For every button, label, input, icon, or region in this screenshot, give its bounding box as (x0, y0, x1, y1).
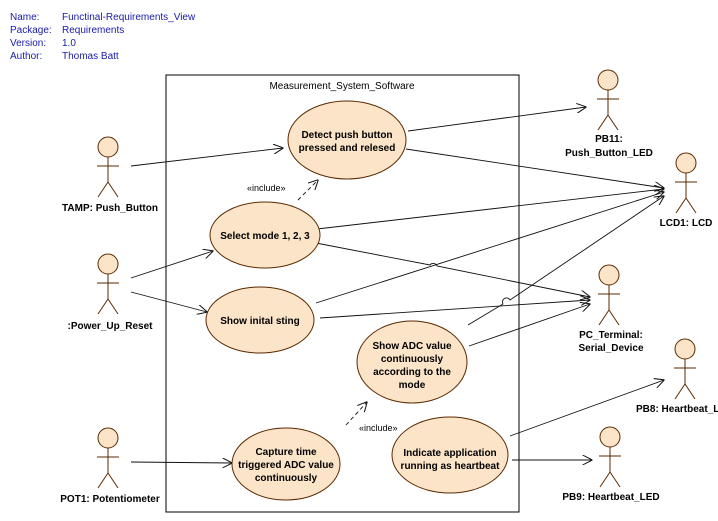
uc-indicate-line: running as heartbeat (401, 461, 501, 472)
header-author-label: Author: (10, 51, 42, 62)
actor-pot1-label: POT1: Potentiometer (60, 494, 160, 505)
uc-select-line: Select mode 1, 2, 3 (220, 231, 310, 242)
actor-icon (97, 136, 119, 198)
system-title: Measurement_System_Software (269, 81, 415, 92)
actor-power-label: :Power_Up_Reset (67, 321, 153, 332)
assoc-detect-pb11[interactable] (407, 107, 586, 132)
use-case-capture[interactable]: Capture time triggered ADC value continuou… (231, 427, 341, 501)
actor-pb8-label: PB8: Heartbeat_LED (636, 404, 718, 415)
actor-icon (598, 264, 620, 326)
uc-showinit-line: Show inital sting (220, 316, 299, 327)
actor-pb11-label: Push_Button_LED (565, 148, 653, 159)
actor-icon (97, 253, 119, 315)
actor-pc-terminal[interactable]: PC_Terminal: Serial_Device (578, 264, 644, 354)
assoc-indicate-pb8[interactable] (509, 380, 664, 437)
uc-detect-line: Detect push button (301, 130, 392, 141)
actor-tamp[interactable]: TAMP: Push_Button (62, 136, 158, 214)
assoc-power-select[interactable] (130, 251, 213, 279)
header-version-label: Version: (10, 38, 46, 49)
actor-icon (599, 426, 621, 488)
uc-showadc-line: Show ADC value (372, 341, 452, 352)
actor-lcd1[interactable]: LCD1: LCD (660, 152, 713, 229)
use-case-select[interactable]: Select mode 1, 2, 3 (209, 201, 321, 269)
actor-pb9-label: PB9: Heartbeat_LED (562, 492, 659, 503)
use-case-show-init[interactable]: Show inital sting (205, 286, 315, 354)
assoc-showadc-pc[interactable] (468, 304, 590, 347)
include-label-1: «include» (247, 183, 286, 193)
actor-icon (97, 427, 119, 489)
assoc-showinit-lcd[interactable] (315, 192, 664, 304)
uc-showadc-line: according to the (373, 367, 451, 378)
header-version-value: 1.0 (62, 38, 76, 49)
use-case-detect[interactable]: Detect push button pressed and relesed (287, 100, 407, 180)
use-case-indicate[interactable]: Indicate application running as heartbeat (391, 416, 509, 494)
assoc-select-pc[interactable] (315, 242, 590, 297)
uc-capture-line: continuously (255, 473, 318, 484)
uc-showadc-line: mode (399, 380, 426, 391)
diagram-header: Name: Functinal-Requirements_View Packag… (10, 12, 196, 62)
actor-icon (675, 152, 697, 214)
uc-indicate-line: Indicate application (403, 448, 496, 459)
header-name-label: Name: (10, 12, 39, 23)
actor-pb11-label: PB11: (595, 134, 623, 145)
actor-lcd1-label: LCD1: LCD (660, 218, 713, 229)
actor-pb8[interactable]: PB8: Heartbeat_LED (636, 338, 718, 415)
actor-icon (597, 69, 619, 131)
header-author-value: Thomas Batt (62, 51, 119, 62)
actor-pot1[interactable]: POT1: Potentiometer (60, 427, 160, 505)
assoc-showinit-pc[interactable] (319, 300, 590, 319)
actor-pc-label: Serial_Device (578, 343, 643, 354)
header-name-value: Functinal-Requirements_View (62, 12, 196, 23)
actor-power-up-reset[interactable]: :Power_Up_Reset (67, 253, 153, 332)
assoc-tamp-detect[interactable] (130, 148, 283, 167)
assoc-power-showinit[interactable] (130, 291, 207, 312)
assoc-select-lcd[interactable] (316, 189, 664, 230)
actor-pb9[interactable]: PB9: Heartbeat_LED (562, 426, 660, 503)
actor-tamp-label: TAMP: Push_Button (62, 203, 158, 214)
actor-pb11[interactable]: PB11: Push_Button_LED (565, 69, 653, 159)
actor-icon (674, 338, 696, 400)
assoc-showadc-lcd[interactable] (467, 196, 664, 326)
header-package-label: Package: (10, 25, 52, 36)
uc-detect-line: pressed and relesed (299, 143, 396, 154)
use-case-show-adc[interactable]: Show ADC value continuously according to t… (356, 320, 468, 404)
uc-showadc-line: continuously (381, 354, 444, 365)
include-capture-showadc[interactable] (345, 402, 367, 426)
include-relations: «include» «include» (247, 180, 398, 433)
actor-pc-label: PC_Terminal: (579, 330, 643, 341)
header-package-value: Requirements (62, 25, 124, 36)
uc-capture-line: triggered ADC value (238, 460, 334, 471)
assoc-pot-capture[interactable] (130, 462, 232, 463)
associations (130, 107, 664, 463)
include-select-detect[interactable] (297, 180, 318, 201)
include-label-2: «include» (359, 423, 398, 433)
uc-capture-line: Capture time (255, 447, 317, 458)
assoc-detect-lcd[interactable] (405, 148, 664, 188)
